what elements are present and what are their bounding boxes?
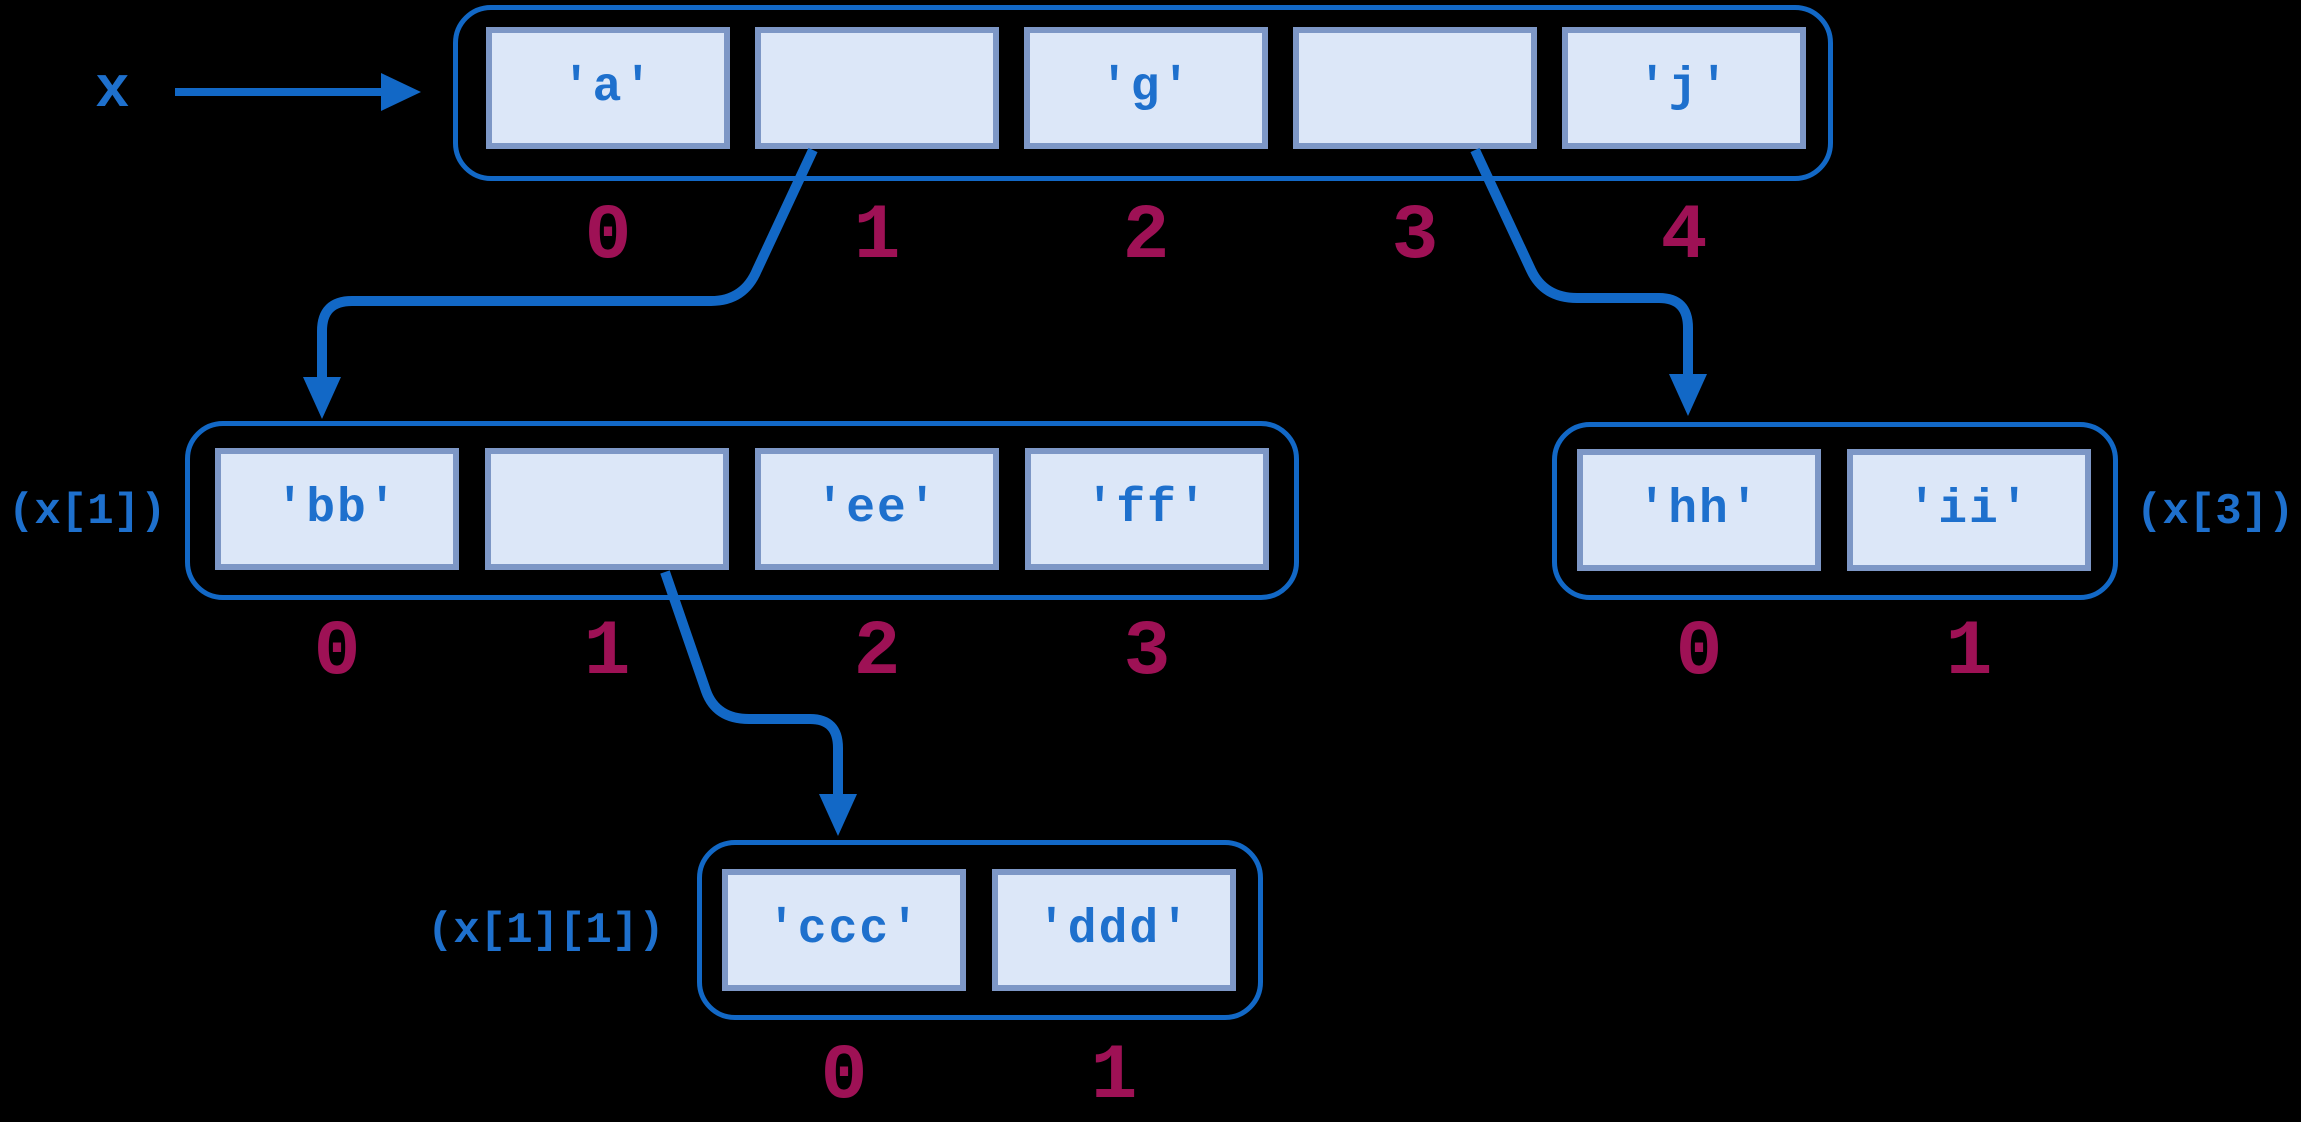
pointer-arrow-x-to-list: [175, 73, 421, 111]
list-x3-index-0: 0: [1675, 609, 1723, 697]
list-x11-box: [697, 840, 1263, 1020]
list-x11-index-1: 1: [1090, 1033, 1138, 1121]
list-x1-index-3: 3: [1123, 609, 1171, 697]
arrow-head-icon: [1669, 374, 1707, 416]
list-x1-index-1: 1: [583, 609, 631, 697]
list-x3-index-1: 1: [1945, 609, 1993, 697]
list-x-box: [453, 5, 1833, 181]
pointer-arrow-slot1-to-x1: [303, 147, 818, 419]
variable-x-label: x: [95, 59, 130, 124]
list-x1-cell-2: 'ee': [755, 448, 999, 570]
list-x1-box: [185, 421, 1299, 600]
list-x1-index-0: 0: [313, 609, 361, 697]
list-x-index-2: 2: [1122, 193, 1170, 281]
list-x11-index-0: 0: [820, 1033, 868, 1121]
list-x1-cell-0: 'bb': [215, 448, 459, 570]
arrow-head-icon: [381, 73, 421, 111]
list-x-index-0: 0: [584, 193, 632, 281]
arrow-head-icon: [819, 794, 857, 836]
list-x3-box: [1552, 422, 2118, 600]
list-x3-label: (x[3]): [2136, 487, 2295, 537]
pointer-arrow-slot3-to-x3: [1470, 147, 1707, 416]
list-x1-cell-1: [485, 448, 729, 570]
list-x1-cell-3: 'ff': [1025, 448, 1269, 570]
list-x-cell-0: 'a': [486, 27, 730, 149]
list-x-index-3: 3: [1391, 193, 1439, 281]
list-x11-label: (x[1][1]): [427, 906, 665, 956]
list-x11-cell-0: 'ccc': [722, 869, 966, 991]
list-x-cell-2: 'g': [1024, 27, 1268, 149]
arrow-shaft: [1470, 147, 1693, 377]
list-x-index-1: 1: [853, 193, 901, 281]
list-x3-cell-0: 'hh': [1577, 449, 1821, 571]
pointer-arrow-x1slot1-to-x11: [660, 570, 857, 836]
arrow-shaft: [660, 570, 843, 797]
list-x1-index-2: 2: [853, 609, 901, 697]
arrow-shaft: [317, 147, 818, 380]
list-x-index-4: 4: [1660, 193, 1708, 281]
arrow-head-icon: [303, 377, 341, 419]
list-x-cell-3: [1293, 27, 1537, 149]
list-x-cell-4: 'j': [1562, 27, 1806, 149]
list-x3-cell-1: 'ii': [1847, 449, 2091, 571]
list-x-cell-1: [755, 27, 999, 149]
list-x11-cell-1: 'ddd': [992, 869, 1236, 991]
list-x1-label: (x[1]): [8, 487, 167, 537]
